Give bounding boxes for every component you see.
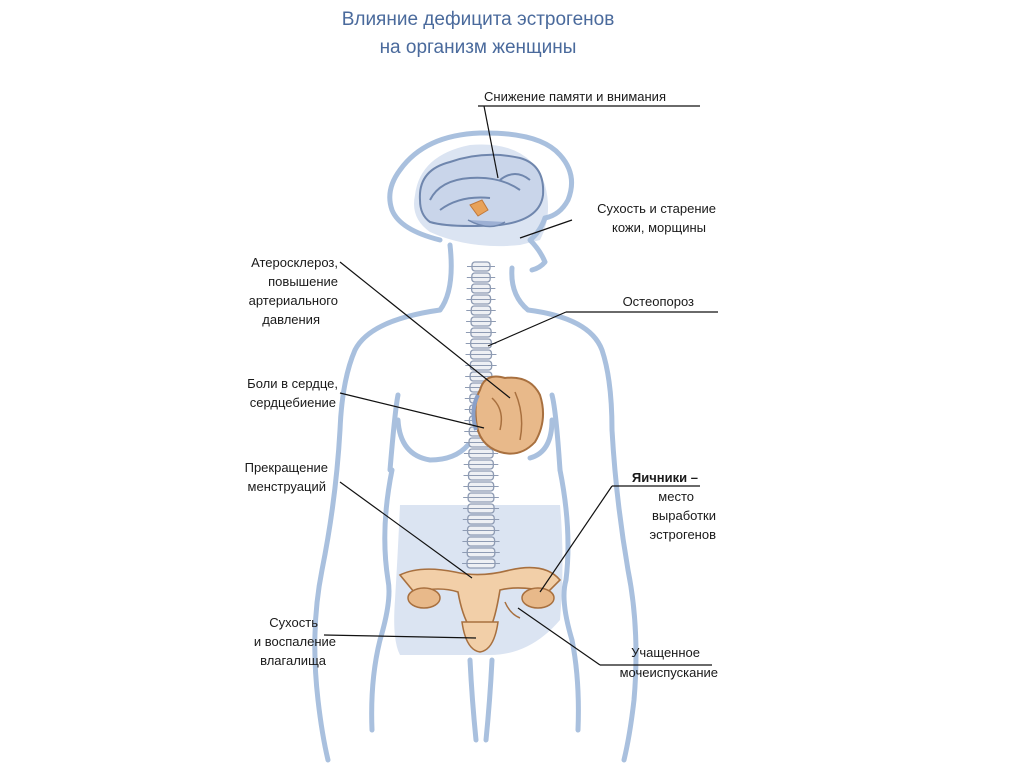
- label-ovary-line-2: место: [658, 489, 694, 504]
- label-urin-line-1: Учащенное: [631, 645, 700, 660]
- label-mens-line-2: менструаций: [248, 479, 326, 494]
- label-mens-line-1: Прекращение: [245, 460, 328, 475]
- label-ovary-line-1: Яичники –: [632, 470, 698, 485]
- label-athero-line-2: повышение: [268, 274, 338, 289]
- label-heart-line-2: сердцебиение: [250, 395, 336, 410]
- label-memory: Снижение памяти и внимания: [484, 89, 666, 104]
- heart: [471, 375, 545, 455]
- brain: [418, 153, 545, 228]
- label-vag-line-2: и воспаление: [254, 634, 336, 649]
- title-line-1: Влияние дефицита эстрогенов: [342, 9, 615, 30]
- label-osteo: Остеопороз: [623, 294, 694, 309]
- label-heart-line-1: Боли в сердце,: [247, 376, 338, 391]
- label-athero-line-3: артериального: [249, 293, 338, 308]
- label-ovary-line-4: эстрогенов: [649, 527, 716, 542]
- title-line-2: на организм женщины: [380, 37, 577, 58]
- label-urin-line-2: мочеиспускание: [620, 665, 718, 680]
- label-skin-line-1: Сухость и старение: [597, 201, 716, 216]
- uterus-and-ovaries: [398, 566, 562, 653]
- label-skin-line-2: кожи, морщины: [612, 220, 706, 235]
- leader-lines: [323, 105, 718, 666]
- label-vag-line-1: Сухость: [269, 615, 318, 630]
- body-outline: [312, 130, 639, 763]
- label-athero-line-4: давления: [262, 312, 320, 327]
- label-ovary-line-3: выработки: [652, 508, 716, 523]
- label-athero-line-1: Атеросклероз,: [251, 255, 338, 270]
- label-vag-line-3: влагалища: [260, 653, 327, 668]
